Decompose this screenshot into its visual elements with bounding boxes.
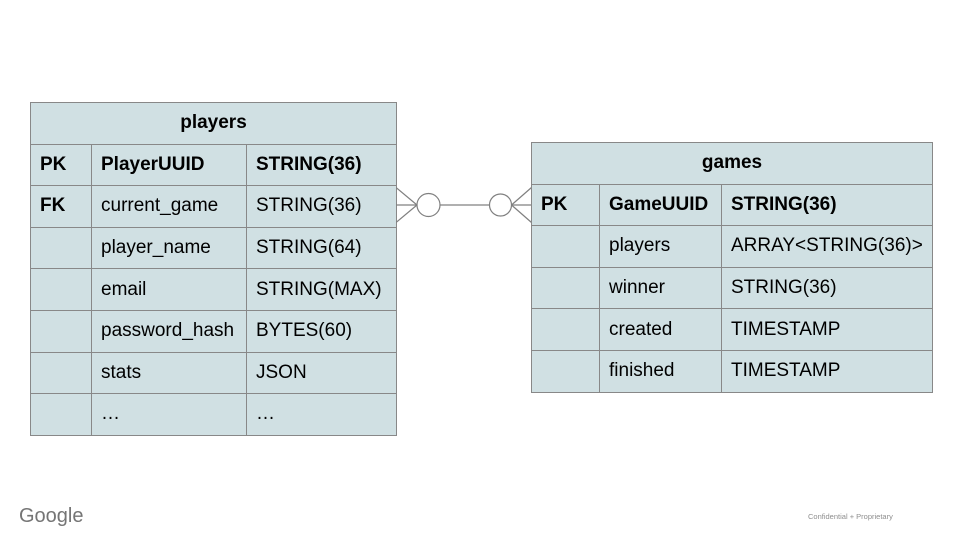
type-cell: STRING(36) (720, 183, 934, 227)
key-cell (30, 226, 92, 270)
field-cell: … (91, 393, 247, 436)
type-cell: JSON (246, 351, 397, 395)
field-cell: stats (91, 351, 247, 395)
google-logo: Google (19, 505, 84, 527)
field-cell: players (599, 225, 722, 268)
games-table-title: games (530, 142, 934, 185)
type-cell: … (246, 393, 397, 436)
field-cell: finished (599, 349, 722, 393)
many-to-many-relationship-connector (396, 187, 532, 223)
type-cell: STRING(MAX) (246, 268, 397, 311)
type-cell: TIMESTAMP (720, 349, 934, 393)
key-cell: FK (30, 185, 92, 228)
key-cell (531, 225, 600, 268)
crow-foot-left-icon (396, 187, 418, 223)
players-table-title-row: players (30, 102, 397, 145)
crow-foot-right-icon (511, 187, 532, 223)
key-cell: PK (30, 143, 92, 187)
key-cell (30, 351, 92, 395)
type-cell: STRING(36) (246, 143, 397, 187)
type-cell: STRING(64) (246, 226, 397, 270)
type-cell: ARRAY<STRING(36)> (720, 225, 934, 268)
field-cell: password_hash (91, 309, 247, 353)
field-cell: email (91, 268, 247, 311)
confidential-note: Confidential + Proprietary (808, 512, 893, 521)
field-cell: winner (599, 266, 722, 310)
optionality-circle-right-icon (488, 193, 513, 217)
optionality-circle-left-icon (416, 192, 441, 218)
key-cell (30, 309, 92, 353)
games-table-title-row: games (530, 142, 934, 185)
key-cell (531, 266, 600, 310)
field-cell: PlayerUUID (91, 143, 247, 187)
type-cell: STRING(36) (246, 185, 397, 228)
key-cell (531, 349, 600, 393)
players-table-title: players (30, 102, 397, 145)
key-cell (531, 308, 600, 351)
type-cell: BYTES(60) (246, 309, 397, 353)
field-cell: current_game (91, 185, 247, 228)
key-cell (30, 268, 92, 311)
type-cell: TIMESTAMP (720, 308, 934, 351)
field-cell: player_name (91, 226, 247, 270)
key-cell: PK (531, 183, 600, 227)
field-cell: GameUUID (599, 183, 722, 227)
field-cell: created (599, 308, 722, 351)
table-row: …… (30, 393, 397, 436)
key-cell (30, 393, 92, 436)
type-cell: STRING(36) (720, 266, 934, 310)
